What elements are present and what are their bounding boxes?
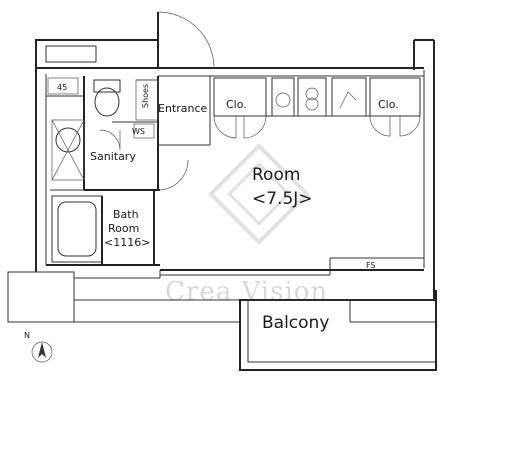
closet-right-label: Clo. bbox=[378, 98, 399, 111]
entrance-label: Entrance bbox=[158, 102, 208, 115]
closets-kitchen bbox=[213, 77, 421, 139]
svg-text:45: 45 bbox=[57, 83, 67, 92]
closet-left-label: Clo. bbox=[226, 98, 247, 111]
room-size-label: <7.5J> bbox=[252, 189, 313, 209]
bath-label-line3: <1116> bbox=[104, 236, 150, 249]
north-label: N bbox=[24, 331, 30, 340]
balcony-label: Balcony bbox=[262, 313, 329, 333]
wet-area: 45 bbox=[46, 76, 160, 266]
watermark: Crea Vision bbox=[165, 143, 328, 307]
bath-label-line2: Room bbox=[108, 222, 139, 235]
compass-icon: N bbox=[24, 331, 53, 363]
walls bbox=[7, 39, 437, 371]
bath-label-line1: Bath bbox=[113, 208, 139, 221]
svg-text:Shoes: Shoes bbox=[141, 84, 150, 108]
sanitary-label: Sanitary bbox=[90, 150, 136, 163]
fs-label: FS bbox=[366, 261, 376, 270]
watermark-text: Crea Vision bbox=[165, 277, 328, 307]
entrance-area: Shoes bbox=[135, 11, 215, 191]
ws-label: WS bbox=[132, 127, 145, 136]
room-label: Room bbox=[252, 165, 300, 185]
